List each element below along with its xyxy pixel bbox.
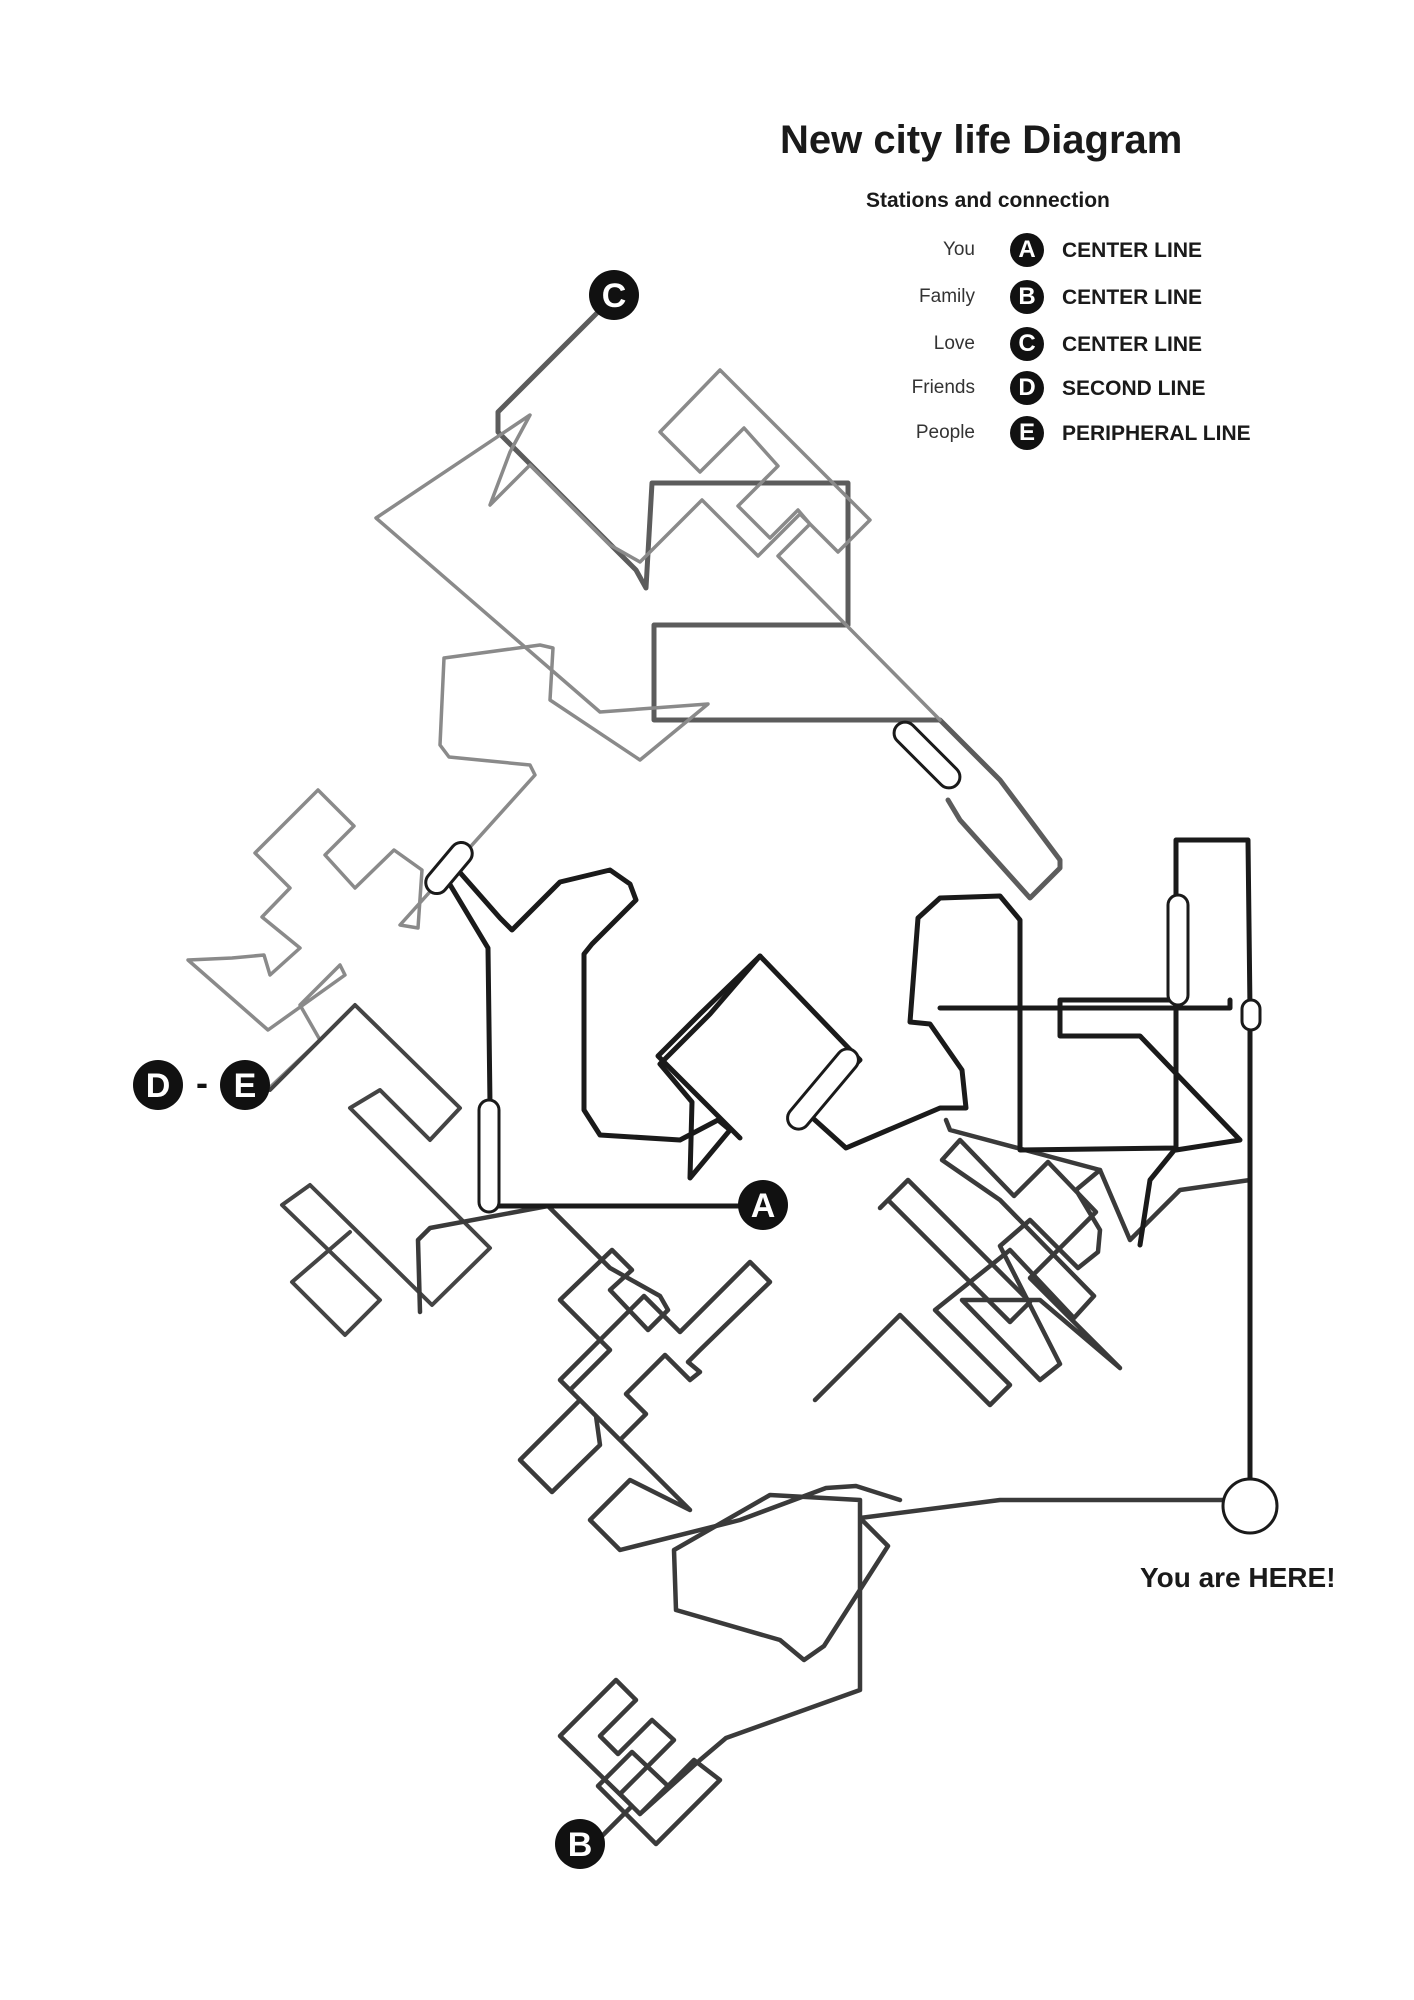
legend-line-name: CENTER LINE bbox=[1062, 286, 1203, 309]
legend-badge: C bbox=[1010, 327, 1044, 361]
station-C-label: C bbox=[602, 277, 627, 315]
family-line bbox=[557, 1492, 1243, 1863]
legend-badge: D bbox=[1010, 371, 1044, 405]
center-line bbox=[443, 837, 1253, 1483]
station-D: D bbox=[133, 1060, 183, 1110]
you-are-here-label: You are HERE! bbox=[1140, 1562, 1336, 1593]
legend-meaning: Friends bbox=[911, 377, 975, 398]
legend-meaning: You bbox=[942, 239, 975, 260]
station-A-label: A bbox=[751, 1187, 776, 1225]
legend-row-d: Friends D SECOND LINE bbox=[860, 371, 1280, 407]
legend-meaning: Love bbox=[933, 333, 975, 354]
center-line-loop bbox=[655, 953, 1243, 1248]
transfer-capsules bbox=[424, 720, 1262, 1214]
station-B: B bbox=[555, 1819, 605, 1869]
legend-badge: B bbox=[1010, 280, 1044, 314]
page-title: New city life Diagram bbox=[780, 118, 1183, 162]
legend-line-name: CENTER LINE bbox=[1062, 333, 1203, 356]
legend-row-a: You A CENTER LINE bbox=[860, 233, 1280, 269]
legend-row-c: Love C CENTER LINE bbox=[860, 327, 1280, 363]
legend-meaning: People bbox=[915, 422, 975, 443]
peripheral-line-lower bbox=[812, 1117, 1123, 1408]
station-dash: - bbox=[196, 1062, 208, 1103]
station-B-label: B bbox=[568, 1826, 593, 1864]
legend-line-name: PERIPHERAL LINE bbox=[1062, 422, 1251, 445]
station-C: C bbox=[589, 270, 639, 320]
station-E: E bbox=[220, 1060, 270, 1110]
peripheral-line-upper bbox=[186, 368, 942, 1094]
legend-line-name: SECOND LINE bbox=[1062, 377, 1206, 400]
second-line bbox=[268, 1003, 492, 1337]
legend-subtitle: Stations and connection bbox=[866, 189, 1110, 212]
station-A: A bbox=[738, 1180, 788, 1230]
legend-row-b: Family B CENTER LINE bbox=[860, 280, 1280, 316]
legend-meaning: Family bbox=[919, 286, 975, 307]
station-D-label: D bbox=[146, 1067, 171, 1105]
family-line-letters bbox=[415, 1203, 903, 1553]
legend-badge: A bbox=[1010, 233, 1044, 267]
station-E-label: E bbox=[234, 1067, 257, 1105]
here-marker bbox=[1221, 1477, 1279, 1535]
legend-line-name: CENTER LINE bbox=[1062, 239, 1203, 262]
legend-badge: E bbox=[1010, 416, 1044, 450]
legend-row-e: People E PERIPHERAL LINE bbox=[860, 416, 1280, 452]
